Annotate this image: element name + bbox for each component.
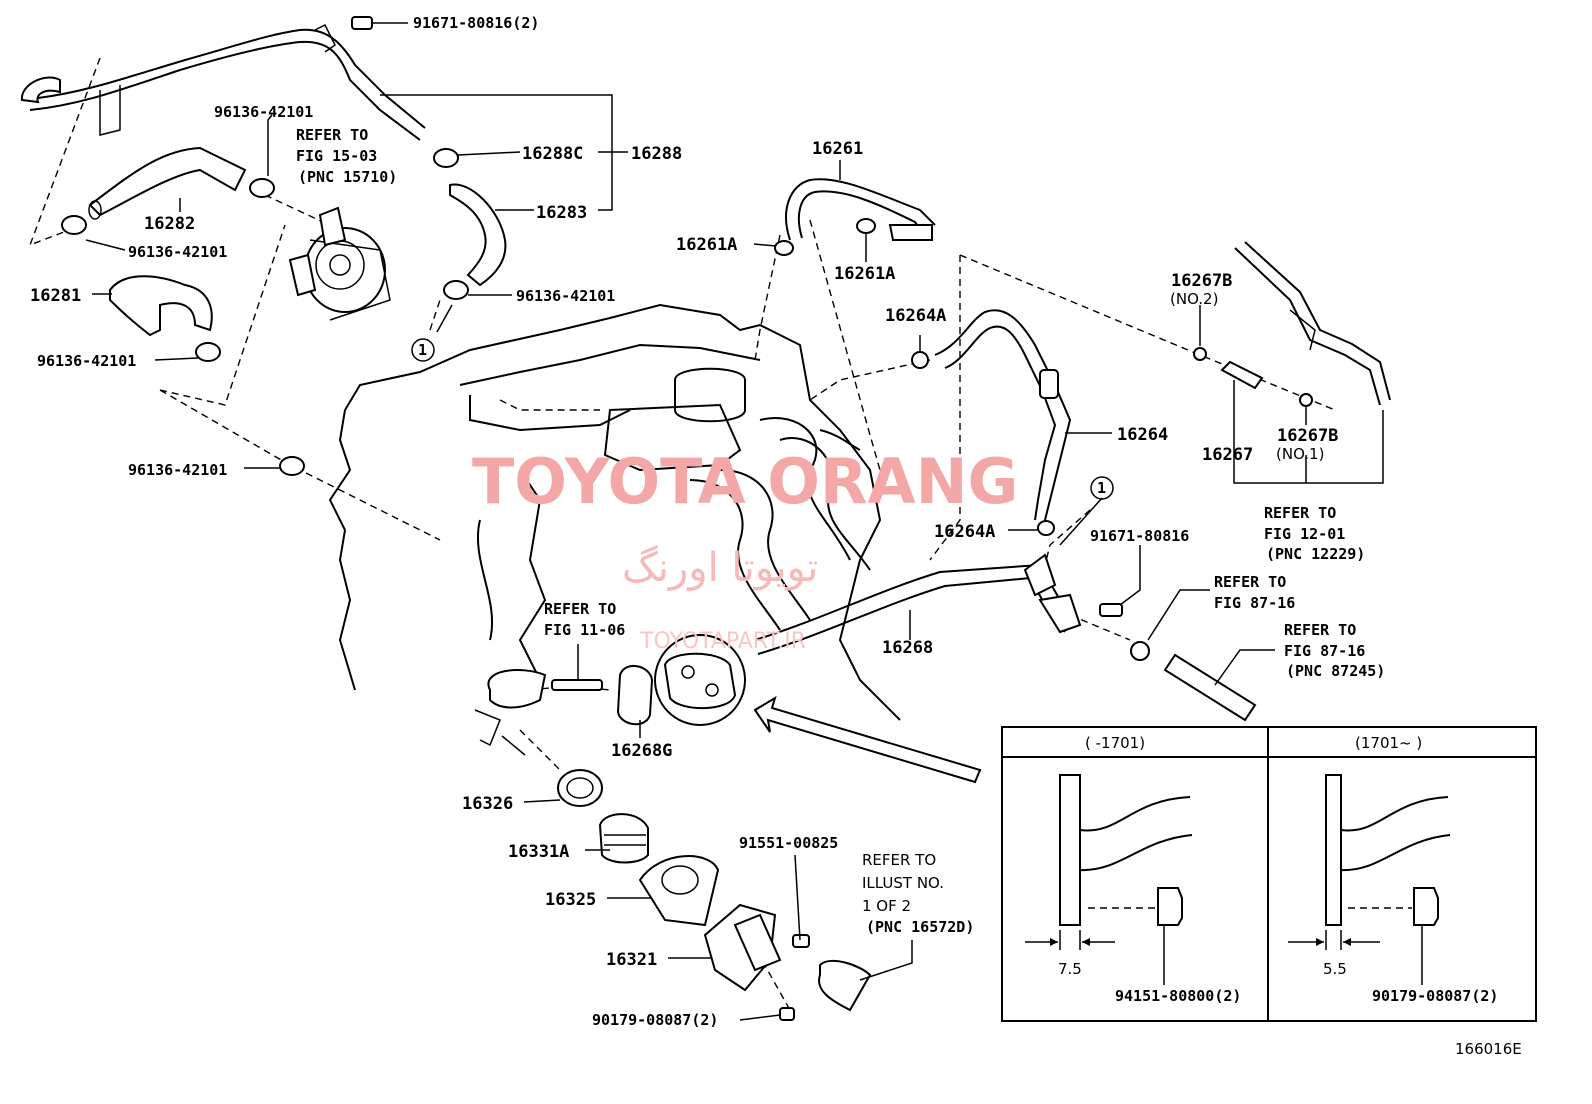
label-16325: 16325	[545, 890, 596, 910]
label-refer-12-01-line1: REFER TO	[1264, 504, 1336, 522]
direction-arrow	[753, 695, 982, 784]
label-16281: 16281	[30, 286, 81, 306]
part-labels: 91671-80816(2) 96136-42101 REFER TO FIG …	[30, 14, 1522, 1058]
engine-block	[328, 303, 901, 726]
hose-16267	[1220, 360, 1264, 390]
label-96136-42101-c: 96136-42101	[37, 352, 136, 370]
label-refer-12-01-line2: FIG 12-01	[1264, 525, 1345, 543]
label-16267: 16267	[1202, 445, 1253, 465]
label-refer-12-01-line3: (PNC 12229)	[1266, 545, 1365, 563]
inset-right-drawing: 5.5 90179-08087(2)	[1288, 774, 1498, 1005]
label-16267B-a: 16267B	[1171, 271, 1232, 291]
label-refer-15-03-line2: FIG 15-03	[296, 147, 377, 165]
top-left-hose	[20, 23, 426, 141]
pipe-assy-right	[1234, 241, 1391, 406]
figure-id: 166016E	[1455, 1040, 1522, 1058]
inset-right-header: (1701~ )	[1355, 734, 1422, 752]
label-16261A-b: 16261A	[834, 264, 895, 284]
label-16283: 16283	[536, 203, 587, 223]
watermark-brand-fa: تویوتا اورنگ	[622, 545, 818, 591]
gaskets-thermostat	[351, 16, 1257, 1021]
callout-1b: 1	[1097, 479, 1106, 497]
label-96136-42101-b: 96136-42101	[128, 243, 227, 261]
label-16264: 16264	[1117, 425, 1168, 445]
label-96136-42101-a: 96136-42101	[214, 103, 313, 121]
label-91671-80816-top: 91671-80816(2)	[413, 14, 539, 32]
label-16321: 16321	[606, 950, 657, 970]
label-refer-illust-line1: REFER TO	[862, 851, 936, 869]
label-16331A: 16331A	[508, 842, 569, 862]
label-refer-87-16b-line2: FIG 87-16	[1284, 642, 1365, 660]
label-91551-00825: 91551-00825	[739, 834, 838, 852]
label-16288: 16288	[631, 144, 682, 164]
watermark-brand: TOYOTA ORANG	[472, 445, 1018, 518]
label-91671-80816-mid: 91671-80816	[1090, 527, 1189, 545]
callout-circles	[411, 338, 1114, 500]
inset-left-drawing: 7.5 94151-80800(2)	[1025, 774, 1241, 1005]
inset-left-header: ( -1701)	[1085, 734, 1145, 752]
inset-right-part: 90179-08087(2)	[1372, 987, 1498, 1005]
inset-right-dim: 5.5	[1323, 960, 1347, 978]
label-refer-11-06-line1: REFER TO	[544, 600, 616, 618]
hose-16261	[785, 178, 936, 241]
label-16267B-b: 16267B	[1277, 426, 1338, 446]
label-16282: 16282	[144, 214, 195, 234]
label-96136-42101-e: 96136-42101	[516, 287, 615, 305]
label-refer-15-03-line1: REFER TO	[296, 126, 368, 144]
watermark-site: TOYOTAPART.IR	[639, 629, 806, 654]
callout-1a: 1	[418, 341, 427, 359]
hose-16283	[449, 183, 507, 287]
label-refer-87-16b-line1: REFER TO	[1284, 621, 1356, 639]
clamps	[61, 148, 1313, 661]
label-16261A-a: 16261A	[676, 235, 737, 255]
label-16268G: 16268G	[611, 741, 672, 761]
inset-detail: ( -1701) (1701~ ) 7.5 94151-80800(2)	[1001, 726, 1537, 1022]
hose-16282	[88, 146, 247, 220]
label-16264A-a: 16264A	[885, 306, 946, 326]
label-16264A-b: 16264A	[934, 522, 995, 542]
label-90179-08087-bottom: 90179-08087(2)	[592, 1011, 718, 1029]
oil-filter-cooler	[288, 206, 391, 321]
label-refer-15-03-line3: (PNC 15710)	[298, 168, 397, 186]
label-96136-42101-d: 96136-42101	[128, 461, 227, 479]
watermark: TOYOTA ORANG تویوتا اورنگ TOYOTAPART.IR	[472, 445, 1018, 654]
label-refer-illust-line4: (PNC 16572D)	[866, 918, 974, 936]
label-refer-11-06-line2: FIG 11-06	[544, 621, 625, 639]
hose-16264	[934, 309, 1072, 521]
label-16288C: 16288C	[522, 144, 583, 164]
label-refer-illust-line3: 1 OF 2	[862, 897, 911, 915]
label-no1: (NO.1)	[1276, 445, 1324, 463]
pipe-16268	[754, 553, 1082, 655]
label-refer-87-16b-line3: (PNC 87245)	[1286, 662, 1385, 680]
label-refer-87-16a-line2: FIG 87-16	[1214, 594, 1295, 612]
label-16326: 16326	[462, 794, 513, 814]
label-16268: 16268	[882, 638, 933, 658]
label-refer-illust-line2: ILLUST NO.	[862, 874, 944, 892]
leader-lines	[85, 22, 1384, 1021]
hose-16281	[109, 275, 213, 337]
inset-left-part: 94151-80800(2)	[1115, 987, 1241, 1005]
label-16261: 16261	[812, 139, 863, 159]
label-refer-87-16a-line1: REFER TO	[1214, 573, 1286, 591]
label-no2: (NO.2)	[1170, 290, 1218, 308]
inset-left-dim: 7.5	[1058, 960, 1082, 978]
